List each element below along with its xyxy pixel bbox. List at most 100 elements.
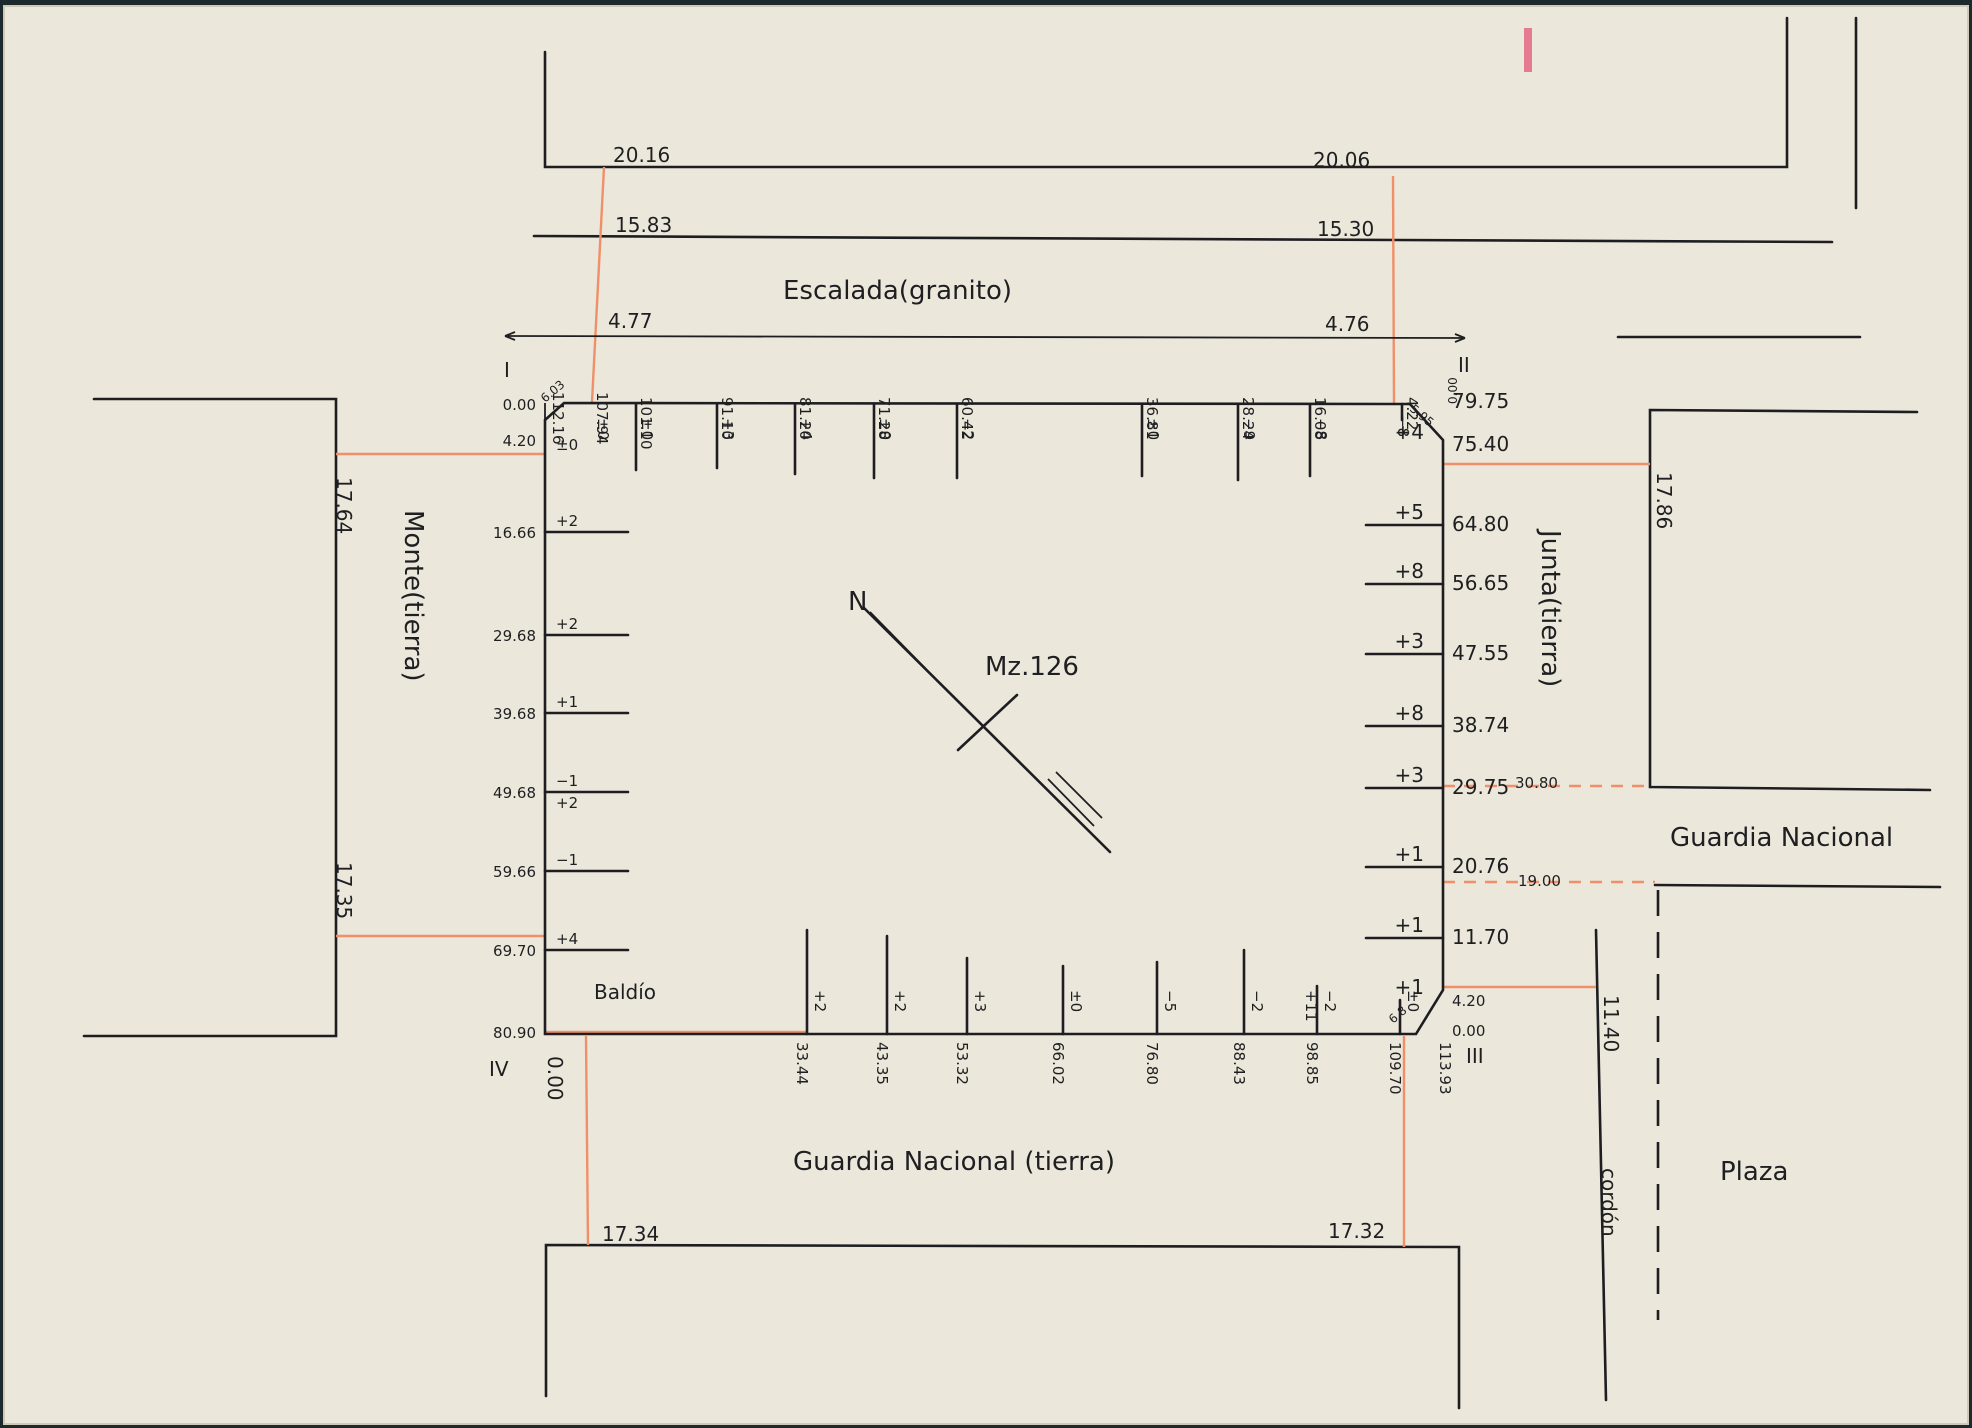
block-label: Mz.126 <box>985 652 1079 682</box>
left-level: +2 <box>556 512 578 530</box>
right-distance: 79.75 <box>1452 389 1509 413</box>
left-distance: 29.68 <box>493 627 536 645</box>
width-right-kerb: 11.40 <box>1599 995 1623 1052</box>
right-level: +3 <box>1395 629 1424 653</box>
top-distance: 91.10 <box>718 397 736 440</box>
right-level: +8 <box>1395 559 1424 583</box>
left-level-extra: +2 <box>556 794 578 812</box>
top-level: −9 <box>1240 418 1258 440</box>
bottom-level-extra: +11 <box>1302 990 1320 1022</box>
top-level: −8 <box>1394 415 1412 437</box>
right-distance: 75.40 <box>1452 432 1509 456</box>
junta-dash-lower: 19.00 <box>1518 872 1561 890</box>
width-bottom-left: 17.34 <box>602 1222 659 1246</box>
left-distance: 69.70 <box>493 942 536 960</box>
left-distance: 80.90 <box>493 1024 536 1042</box>
street-name-guardia-nacional-right: Guardia Nacional <box>1670 823 1893 853</box>
top-distance: 101.10 <box>637 397 655 450</box>
right-distance: 56.65 <box>1452 571 1509 595</box>
left-level: +4 <box>556 930 578 948</box>
bottom-distance: 109.70 <box>1386 1042 1404 1095</box>
top-distance: 28.24 <box>1239 397 1257 440</box>
bottom-level: +2 <box>891 990 909 1012</box>
width-top-mid-left: 15.83 <box>615 213 672 237</box>
width-top-mid-right: 15.30 <box>1317 217 1374 241</box>
left-distance: 0.00 <box>503 396 536 414</box>
right-distance: 11.70 <box>1452 925 1509 949</box>
corner-label-I: I <box>504 358 510 382</box>
left-level: ±0 <box>556 436 578 454</box>
top-level: ±0 <box>638 418 656 440</box>
right-distance: 0.00 <box>1452 1022 1485 1040</box>
bottom-level: +3 <box>971 990 989 1012</box>
width-top-far-right: 20.06 <box>1313 148 1370 172</box>
neighbouring-blocks <box>82 16 1942 1410</box>
ink-mark <box>1524 28 1532 72</box>
street-name-junta: Junta(tierra) <box>1535 528 1565 687</box>
width-top-far-left: 20.16 <box>613 143 670 167</box>
left-level: +2 <box>556 615 578 633</box>
kerb-label: cordón <box>1597 1168 1621 1237</box>
top-distance: 71.28 <box>875 397 893 440</box>
vacant-lot-label: Baldío <box>594 980 656 1004</box>
bottom-distance: 33.44 <box>793 1042 811 1085</box>
right-level: +1 <box>1395 975 1424 999</box>
bottom-distance: 53.32 <box>953 1042 971 1085</box>
offset-lines <box>336 166 1655 1247</box>
top-level: +4 <box>797 418 815 440</box>
right-level: +1 <box>1395 913 1424 937</box>
top-distance: 16.08 <box>1311 397 1329 440</box>
top-distance: 60.42 <box>958 397 976 440</box>
left-level: −1 <box>556 772 578 790</box>
bottom-distance: 76.80 <box>1143 1042 1161 1085</box>
right-distance: 47.55 <box>1452 641 1509 665</box>
right-distance: 4.20 <box>1452 992 1485 1010</box>
right-distance: 20.76 <box>1452 854 1509 878</box>
top-level: ±0 <box>876 418 894 440</box>
top-level: −2 <box>959 418 977 440</box>
north-label: N <box>848 587 867 617</box>
top-level: +3 <box>719 418 737 440</box>
right-level: +4 <box>1395 420 1424 444</box>
bottom-level: −5 <box>1161 990 1179 1012</box>
width-bottom-right: 17.32 <box>1328 1219 1385 1243</box>
bottom-level: −2 <box>1321 990 1339 1012</box>
bottom-level: +2 <box>811 990 829 1012</box>
block-outline <box>543 401 1445 1036</box>
top-distance: 81.20 <box>796 397 814 440</box>
right-level: +8 <box>1395 701 1424 725</box>
left-distance: 49.68 <box>493 784 536 802</box>
plaza-label: Plaza <box>1720 1157 1788 1187</box>
top-distance: 4.22 <box>1403 397 1421 430</box>
top-distance: 36.81 <box>1143 397 1161 440</box>
escalada-reference-line <box>504 335 1466 339</box>
right-level: +3 <box>1395 763 1424 787</box>
right-level: +1 <box>1395 842 1424 866</box>
junta-dash-upper: 30.80 <box>1515 774 1558 792</box>
width-left-upper: 17.64 <box>332 477 356 534</box>
left-distance: 4.20 <box>503 432 536 450</box>
bottom-level: −2 <box>1248 990 1266 1012</box>
bottom-distance: 98.85 <box>1303 1042 1321 1085</box>
right-distance: 38.74 <box>1452 713 1509 737</box>
left-distance: 59.66 <box>493 863 536 881</box>
right-distance: 29.75 <box>1452 775 1509 799</box>
width-top-near-right: 4.76 <box>1325 312 1370 336</box>
paper <box>4 6 1968 1424</box>
top-distance: 112.16 <box>549 392 567 445</box>
left-distance: 16.66 <box>493 524 536 542</box>
corner-label-III: III <box>1466 1044 1484 1068</box>
width-top-near-left: 4.77 <box>608 309 653 333</box>
right-distance: 64.80 <box>1452 512 1509 536</box>
corner-label-IV: IV <box>489 1057 509 1081</box>
top-level: ±0 <box>594 418 612 440</box>
corner-label-II: II <box>1458 353 1470 377</box>
north-arrow-icon <box>862 606 1112 854</box>
bottom-distance: 113.93 <box>1436 1042 1454 1095</box>
top-level: ±0 <box>1144 418 1162 440</box>
street-name-monte: Monte(tierra) <box>398 510 428 682</box>
left-level: −1 <box>556 851 578 869</box>
right-level: +5 <box>1395 500 1424 524</box>
left-level: +1 <box>556 693 578 711</box>
